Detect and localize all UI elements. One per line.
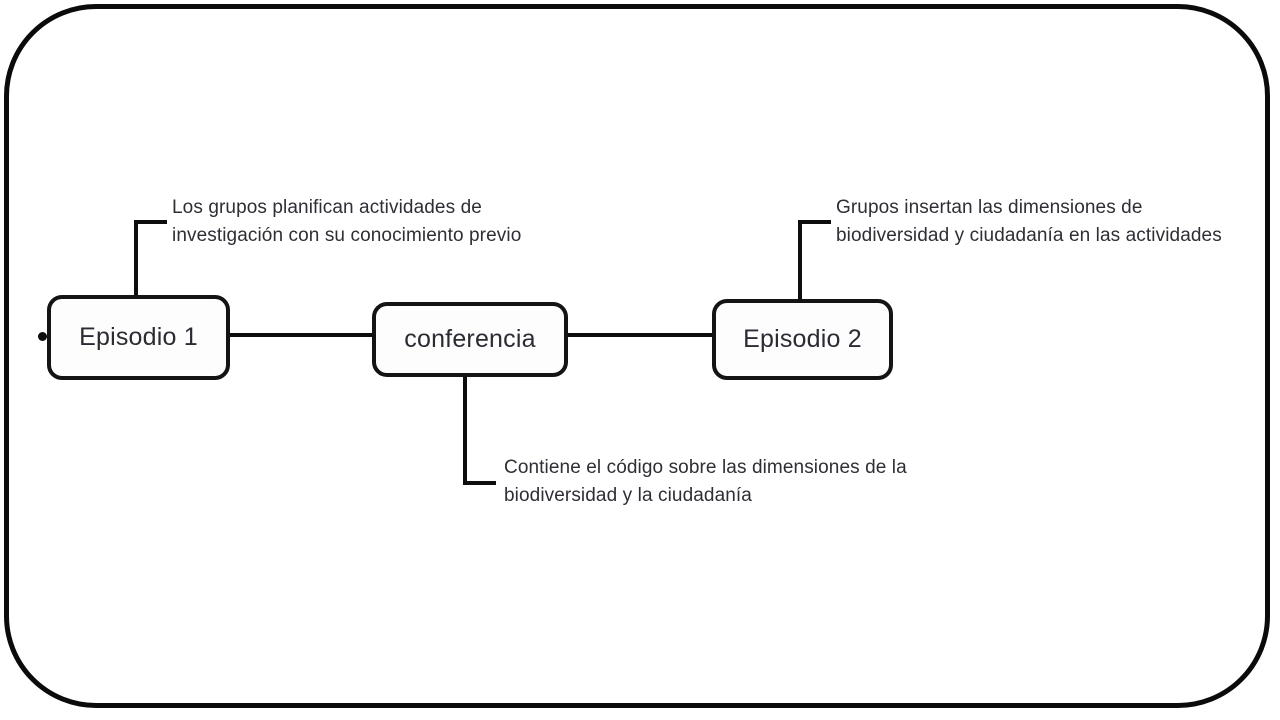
- connector-episodio1-note-vertical: [134, 220, 138, 298]
- connector-conferencia-episodio2: [566, 333, 714, 337]
- annotation-episodio-1: Los grupos planifican actividades de inv…: [172, 197, 522, 246]
- connector-episodio1-conferencia: [228, 333, 374, 337]
- connector-stub-dot: [38, 332, 47, 341]
- connector-episodio2-note-vertical: [798, 220, 802, 302]
- node-episodio-2-label: Episodio 2: [743, 325, 862, 353]
- connector-conferencia-note-vertical: [463, 375, 467, 485]
- node-conferencia: conferencia: [372, 302, 568, 377]
- connector-conferencia-note-horizontal: [463, 481, 496, 485]
- connector-episodio2-note-horizontal: [798, 220, 831, 224]
- connector-episodio1-note-horizontal: [134, 220, 167, 224]
- node-conferencia-label: conferencia: [404, 325, 536, 353]
- node-episodio-1-label: Episodio 1: [79, 323, 198, 351]
- annotation-conferencia: Contiene el código sobre las dimensiones…: [504, 457, 907, 506]
- annotation-episodio-2: Grupos insertan las dimensiones de biodi…: [836, 197, 1222, 246]
- node-episodio-1: Episodio 1: [47, 295, 230, 380]
- node-episodio-2: Episodio 2: [712, 299, 893, 380]
